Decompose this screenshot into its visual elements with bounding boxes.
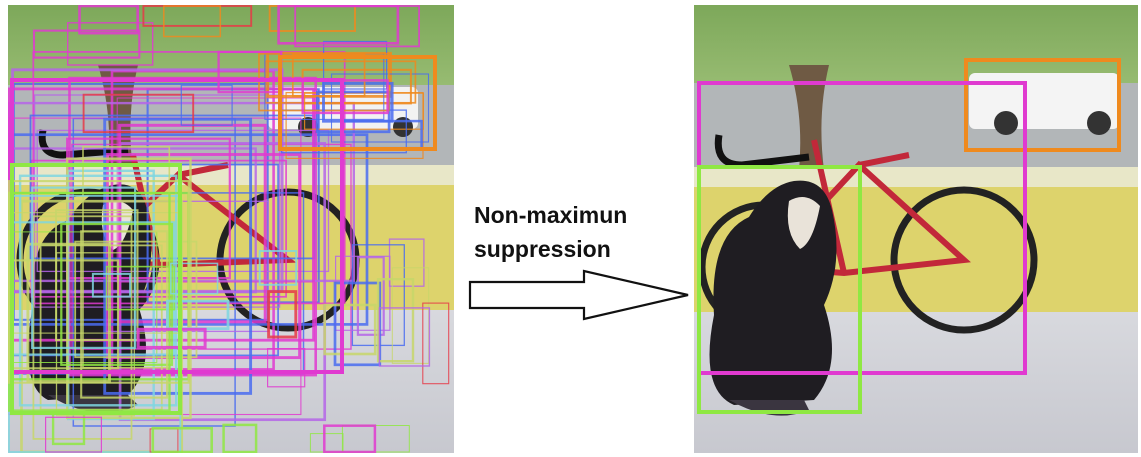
caption-text: Non-maximun suppression <box>474 198 674 266</box>
candidate-box <box>151 426 214 453</box>
candidate-box <box>323 40 388 90</box>
candidate-box <box>391 267 430 364</box>
candidate-box <box>66 157 192 420</box>
dog-detection-box <box>697 165 862 414</box>
candidate-box <box>55 209 139 341</box>
candidate-box <box>422 302 450 385</box>
candidate-box <box>278 55 437 151</box>
caption-line-1: Non-maximun <box>474 202 628 228</box>
candidate-box <box>67 22 154 66</box>
candidate-box <box>10 163 182 415</box>
photo-scene-after <box>694 5 1138 453</box>
candidate-box <box>82 93 195 134</box>
candidate-box <box>301 79 389 115</box>
before-nms-photo <box>8 5 454 453</box>
candidate-box <box>258 250 298 286</box>
tree-trunk <box>789 65 829 170</box>
candidate-box <box>267 290 298 339</box>
candidate-box <box>356 256 385 336</box>
candidate-box <box>105 153 302 360</box>
photo-scene-before <box>8 5 454 453</box>
candidate-box <box>8 180 190 384</box>
candidate-box <box>330 73 430 143</box>
candidate-box <box>322 81 394 123</box>
right-arrow-icon <box>468 269 689 321</box>
candidate-box <box>105 265 176 311</box>
candidate-box <box>32 29 141 59</box>
candidate-box <box>376 278 415 363</box>
candidate-box <box>170 262 219 295</box>
porch-rail <box>694 167 1138 187</box>
candidate-box <box>267 348 306 388</box>
candidate-box <box>222 423 258 453</box>
candidate-box <box>91 272 132 298</box>
candidate-box <box>31 186 137 350</box>
candidate-box <box>180 84 233 126</box>
after-nms-photo <box>694 5 1138 453</box>
candidate-boxes <box>8 5 450 453</box>
candidate-box <box>378 307 431 367</box>
car-detection-box <box>964 58 1121 152</box>
caption-line-2: suppression <box>474 236 611 262</box>
candidate-box <box>323 303 377 356</box>
candidate-box <box>277 5 400 45</box>
candidate-box <box>26 242 111 384</box>
candidate-box <box>323 424 377 453</box>
candidate-box <box>136 327 207 349</box>
candidate-box <box>44 416 102 453</box>
candidate-box <box>291 53 366 97</box>
candidate-box <box>78 5 140 35</box>
candidate-box <box>18 174 178 407</box>
candidate-box <box>163 5 222 38</box>
candidate-box <box>103 117 253 395</box>
